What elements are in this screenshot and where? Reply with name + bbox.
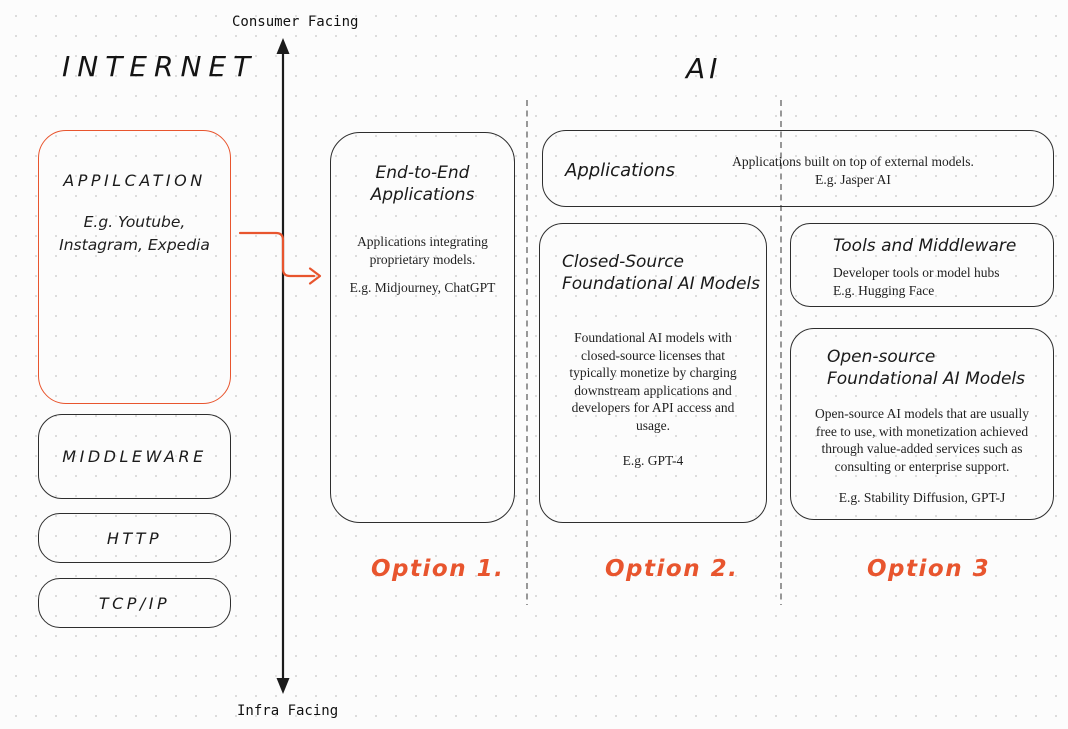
open-source-models-example: E.g. Stability Diffusion, GPT-J: [838, 490, 1006, 505]
http-box: HTTP: [38, 513, 231, 563]
option-3-label: Option 3: [867, 556, 991, 582]
middleware-box: MIDDLEWARE: [38, 414, 231, 499]
ai-applications-example: E.g. Jasper AI: [815, 171, 891, 187]
open-source-models-title: Open-source Foundational AI Models: [827, 347, 1025, 389]
ai-applications-title: Applications: [565, 160, 675, 181]
application-box-examples: E.g. Youtube, Instagram, Expedia: [59, 213, 210, 255]
application-box-title: APPILCATION: [63, 171, 206, 190]
ai-applications-description: Applications built on top of external mo…: [732, 154, 974, 169]
consumer-infra-axis-arrow: [276, 38, 290, 694]
http-box-title: HTTP: [106, 528, 163, 548]
ai-heading: AI: [686, 52, 722, 85]
axis-arrowhead-top: [276, 38, 290, 54]
infra-facing-label: Infra Facing: [237, 703, 339, 719]
tools-middleware-title: Tools and Middleware: [833, 236, 1017, 256]
ai-applications-text: Applications built on top of external mo…: [703, 153, 1003, 188]
open-source-models-description: Open-source AI models that are usually f…: [814, 406, 1030, 474]
tools-middleware-description: Developer tools or model hubs: [833, 265, 1000, 280]
closed-source-models-title: Closed-Source Foundational AI Models: [562, 252, 760, 294]
consumer-facing-label: Consumer Facing: [232, 14, 359, 30]
end-to-end-applications-box: End-to-End Applications Applications int…: [330, 132, 515, 523]
ai-applications-box: Applications Applications built on top o…: [542, 130, 1054, 207]
open-source-models-box: Open-source Foundational AI Models Open-…: [790, 328, 1054, 520]
end-to-end-applications-example: E.g. Midjourney, ChatGPT: [349, 280, 496, 295]
internet-heading: INTERNET: [62, 50, 258, 83]
tools-middleware-example: E.g. Hugging Face: [833, 283, 935, 298]
application-to-option1-arrow: [238, 231, 322, 285]
tools-middleware-box: Tools and Middleware Developer tools or …: [790, 223, 1054, 307]
end-to-end-applications-title: End-to-End Applications: [370, 163, 475, 205]
axis-arrowhead-bottom: [276, 678, 290, 694]
closed-source-models-box: Closed-Source Foundational AI Models Fou…: [539, 223, 767, 523]
option-1-label: Option 1.: [371, 556, 505, 582]
end-to-end-applications-description: Applications integrating proprietary mod…: [357, 234, 488, 267]
middleware-box-title: MIDDLEWARE: [62, 447, 207, 466]
tcpip-box-title: TCP/IP: [98, 593, 171, 613]
option-2-label: Option 2.: [605, 556, 739, 582]
orange-arrowhead: [308, 267, 322, 285]
closed-source-models-description: Foundational AI models with closed-sourc…: [569, 330, 737, 433]
application-box: APPILCATION E.g. Youtube, Instagram, Exp…: [38, 130, 231, 404]
tcpip-box: TCP/IP: [38, 578, 231, 628]
closed-source-models-example: E.g. GPT-4: [622, 453, 684, 468]
